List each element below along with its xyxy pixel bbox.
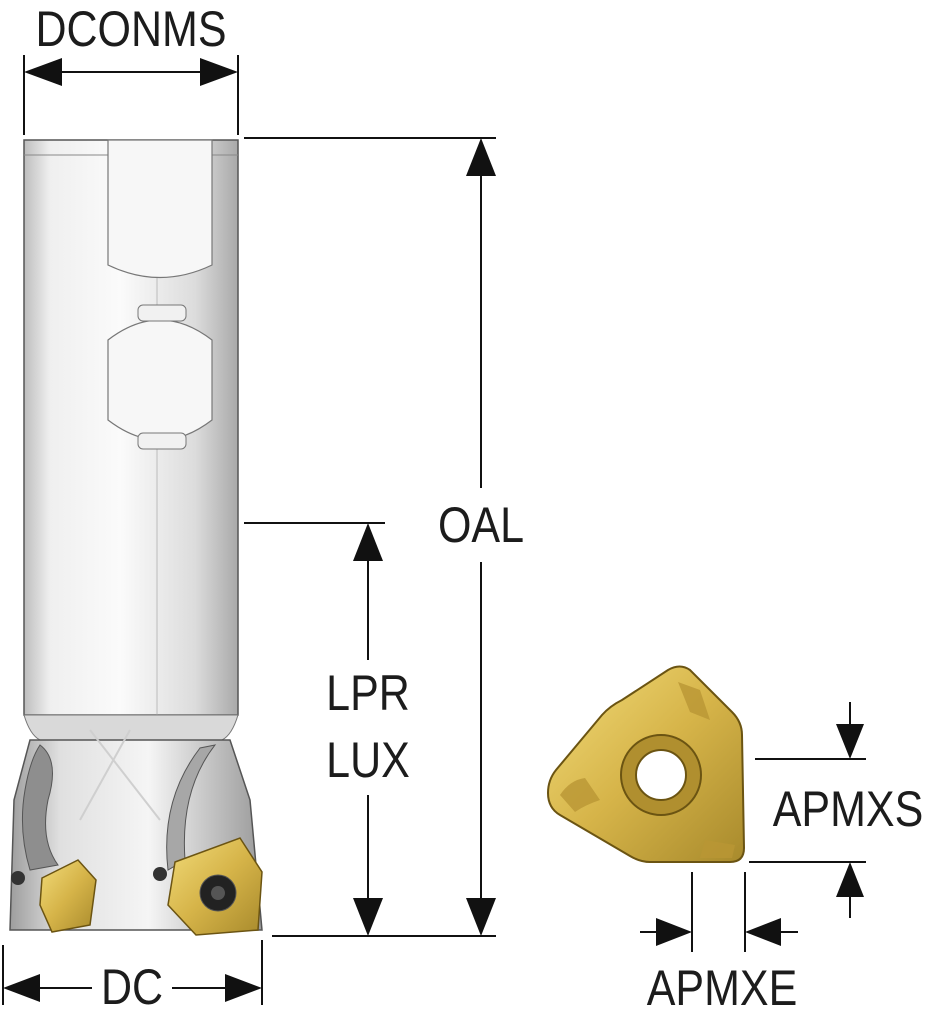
apmxs-label: APMXS bbox=[772, 781, 924, 837]
shank-flat-middle bbox=[107, 319, 213, 441]
insert-detail bbox=[546, 665, 746, 863]
oal-dimension bbox=[244, 137, 496, 937]
lpr-lux-dimension bbox=[244, 522, 385, 936]
insert-left bbox=[39, 859, 97, 933]
shank-flat-top bbox=[107, 139, 213, 278]
lpr-label: LPR bbox=[326, 665, 410, 721]
dc-dimension bbox=[2, 940, 263, 1005]
dconms-dimension bbox=[23, 55, 239, 135]
apmxs-dimension bbox=[749, 702, 866, 918]
dc-label: DC bbox=[100, 959, 164, 1015]
apmxe-label: APMXE bbox=[646, 960, 798, 1016]
oal-label: OAL bbox=[437, 497, 525, 553]
lux-label: LUX bbox=[326, 732, 410, 788]
apmxe-dimension bbox=[640, 872, 798, 952]
flute-right bbox=[166, 744, 217, 871]
end-mill-body bbox=[9, 139, 263, 936]
flute-left bbox=[21, 744, 59, 871]
dconms-label: DCONMS bbox=[35, 1, 227, 57]
